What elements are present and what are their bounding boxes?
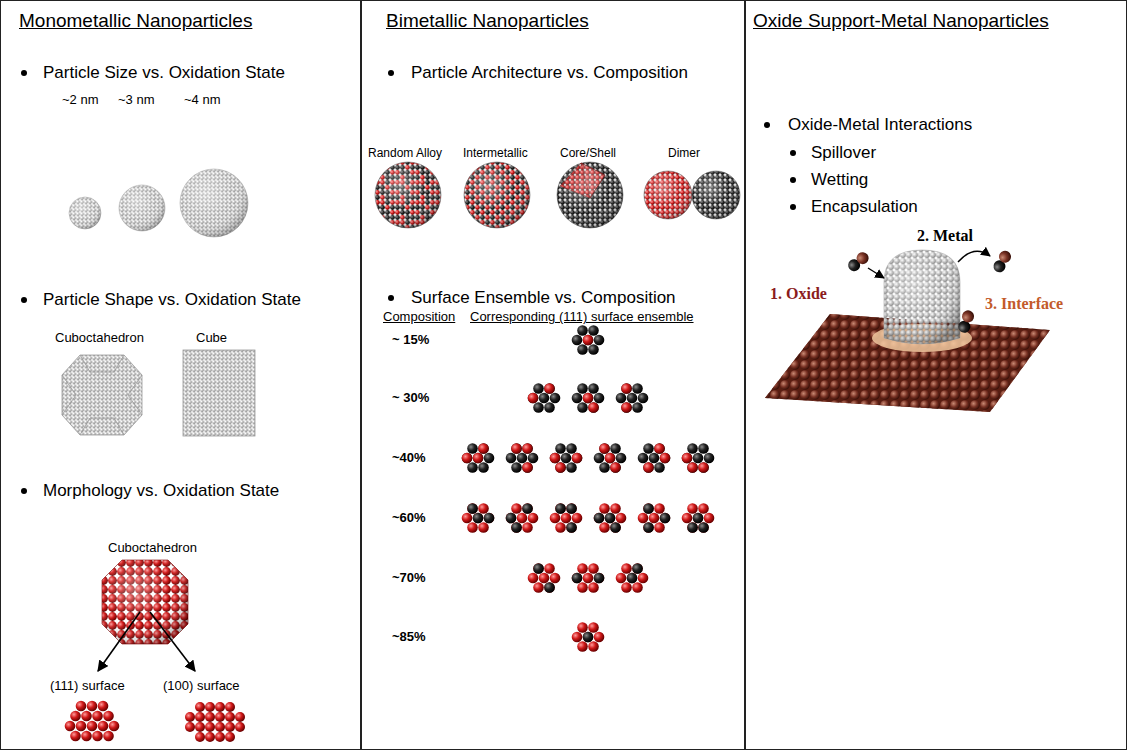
- region-label: 1. Oxide: [770, 284, 827, 303]
- architecture-label: Random Alloy: [368, 146, 442, 160]
- shape-label: Cuboctahedron: [55, 330, 144, 346]
- panel-box: Oxide Support-Metal NanoparticlesOxide-M…: [744, 0, 1127, 750]
- panel-heading: Oxide Support-Metal Nanoparticles: [753, 10, 1049, 33]
- bullet-text: Spillover: [811, 143, 876, 163]
- bullet-text: Surface Ensemble vs. Composition: [411, 288, 676, 308]
- bullet-text: Wetting: [811, 170, 868, 190]
- process-arrows: [868, 251, 990, 278]
- panel-heading: Bimetallic Nanoparticles: [386, 10, 589, 33]
- bullet-text: Particle Size vs. Oxidation State: [43, 63, 285, 83]
- panel-heading: Monometallic Nanoparticles: [19, 10, 252, 33]
- size-label: ~3 nm: [118, 92, 155, 108]
- size-spheres: [69, 169, 248, 237]
- panel-box: Monometallic NanoparticlesParticle Size …: [0, 0, 362, 750]
- column-heading: Corresponding (111) surface ensemble: [470, 309, 694, 325]
- bullet-text: Particle Architecture vs. Composition: [411, 63, 688, 83]
- architecture-label: Intermetallic: [463, 146, 528, 160]
- architecture-label: Dimer: [668, 146, 700, 160]
- bullet-text: Particle Shape vs. Oxidation State: [43, 290, 301, 310]
- region-label: 3. Interface: [985, 294, 1063, 313]
- size-label: ~2 nm: [62, 92, 99, 108]
- facet-arrows: [98, 612, 195, 671]
- architecture-spheres: [375, 162, 740, 228]
- facet-label: (111) surface: [50, 678, 125, 694]
- facet-label: (100) surface: [163, 678, 240, 694]
- composition-value: ~85%: [392, 629, 426, 645]
- composition-value: ~ 15%: [392, 332, 429, 348]
- shape-label: Cuboctahedron: [108, 540, 197, 556]
- bullet-text: Morphology vs. Oxidation State: [43, 481, 279, 501]
- region-label: 2. Metal: [917, 226, 973, 245]
- composition-value: ~ 30%: [392, 390, 429, 406]
- bullet-dots: [21, 70, 796, 494]
- red-cuboctahedron: [102, 560, 188, 644]
- composition-value: ~40%: [392, 450, 426, 466]
- composition-value: ~60%: [392, 510, 426, 526]
- architecture-label: Core/Shell: [560, 146, 616, 160]
- facet-111: [65, 701, 120, 742]
- shape-particles: [62, 350, 255, 436]
- adsorbate-molecules: [846, 249, 1013, 335]
- size-label: ~4 nm: [184, 92, 221, 108]
- facet-100: [185, 702, 245, 742]
- surface-ensembles: [462, 325, 715, 652]
- composition-value: ~70%: [392, 570, 426, 586]
- column-heading: Composition: [383, 309, 455, 325]
- bullet-text: Encapsulation: [811, 197, 918, 217]
- metal-particle: [884, 250, 960, 344]
- shape-label: Cube: [196, 330, 227, 346]
- bullet-text: Oxide-Metal Interactions: [788, 115, 972, 135]
